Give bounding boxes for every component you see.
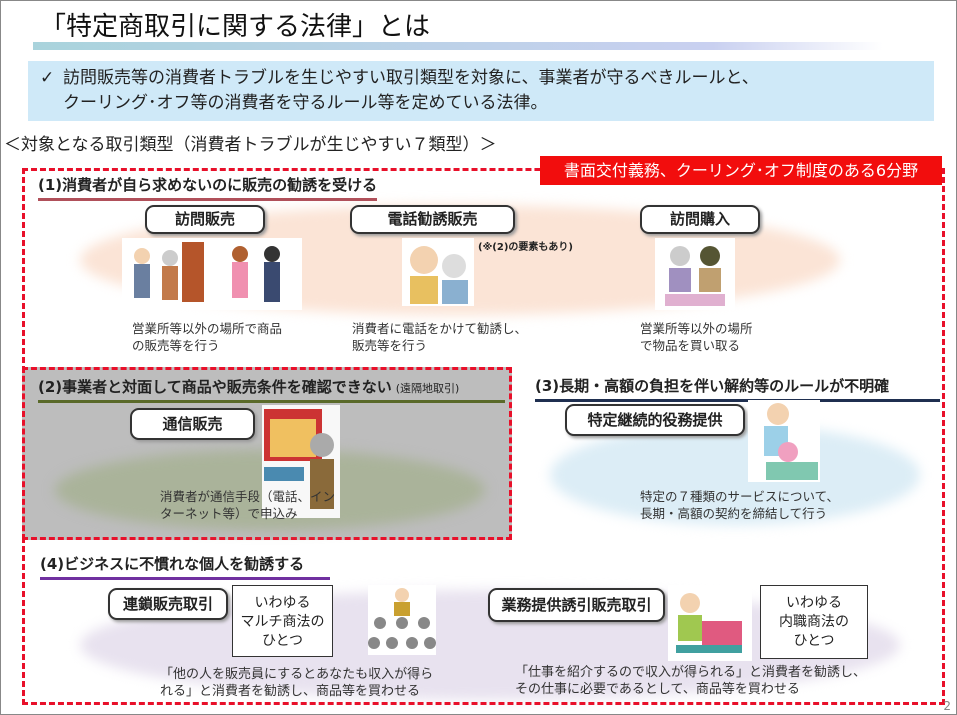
visit-sales-caption: 営業所等以外の場所で商品の販売等を行う — [132, 320, 282, 354]
phone-sales-caption: 消費者に電話をかけて勧誘し、販売等を行う — [352, 320, 527, 354]
pill-business-opportunity-sales: 業務提供誘引販売取引 — [488, 588, 665, 622]
bubble-line: いわゆる — [786, 595, 842, 611]
check-icon: ✓ — [40, 68, 55, 88]
bubble-line: 内職商法の — [779, 614, 849, 630]
caption-line: ターネット等）で申込み — [160, 506, 298, 521]
caption-line: 「他の人を販売員にするとあなたも収入が得ら — [160, 667, 434, 682]
caption-line: の販売等を行う — [132, 338, 220, 353]
caption-line: 特定の７種類のサービスについて、 — [640, 489, 840, 504]
summary-box: ✓ 訪問販売等の消費者トラブルを生じやすい取引類型を対象に、事業者が守るべきルー… — [28, 61, 934, 121]
caption-line: 「仕事を紹介するので収入が得られる」と消費者を勧誘し、 — [515, 665, 867, 680]
business-opportunity-caption: 「仕事を紹介するので収入が得られる」と消費者を勧誘し、その仕事に必要であるとして… — [515, 664, 866, 698]
bubble-line: いわゆる — [254, 595, 311, 611]
bubble-line: ひとつ — [793, 633, 835, 649]
mail-order-illustration — [262, 405, 340, 518]
continuous-service-illustration — [748, 400, 820, 482]
summary-line-2: クーリング･オフ等の消費者を守るルール等を定めている法律。 — [63, 93, 548, 113]
summary-line-1: 訪問販売等の消費者トラブルを生じやすい取引類型を対象に、事業者が守るべきルールと… — [63, 68, 759, 88]
caption-line: 営業所等以外の場所 — [640, 321, 753, 336]
mail-order-caption: 消費者が通信手段（電話、インターネット等）で申込み — [160, 488, 335, 522]
pill-mail-order: 通信販売 — [130, 408, 255, 440]
subheading: ＜対象となる取引類型（消費者トラブルが生じやすい７類型）＞ — [4, 135, 497, 155]
home-work-bubble: いわゆる内職商法のひとつ — [760, 585, 868, 659]
bubble-line: マルチ商法の — [240, 614, 325, 630]
visit-purchase-illustration — [655, 238, 735, 310]
section1-heading: (1)消費者が自ら求めないのに販売の勧誘を受ける — [38, 174, 378, 201]
visit-sales-illustration — [122, 238, 302, 310]
six-categories-label: 書面交付義務、クーリング･オフ制度のある6分野 — [540, 156, 942, 185]
caption-line: 消費者が通信手段（電話、イン — [160, 489, 336, 504]
caption-line: その仕事に必要であるとして、商品等を買わせる — [515, 682, 800, 697]
section4-heading: (4)ビジネスに不慣れな個人を勧誘する — [40, 553, 330, 580]
business-opportunity-illustration — [668, 585, 752, 661]
page-number: 2 — [943, 699, 951, 713]
section2-heading-text: (2)事業者と対面して商品や販売条件を確認できない — [38, 378, 392, 396]
chain-sales-illustration — [368, 585, 436, 655]
phone-sales-note: (※(2)の要素もあり) — [478, 242, 573, 253]
bubble-line: ひとつ — [261, 633, 304, 649]
multi-level-bubble: いわゆるマルチ商法のひとつ — [232, 585, 333, 657]
pill-chain-sales: 連鎖販売取引 — [108, 588, 228, 620]
caption-line: 消費者に電話をかけて勧誘し、 — [352, 321, 528, 336]
pill-visit-purchase: 訪問購入 — [640, 205, 760, 234]
pill-phone-sales: 電話勧誘販売 — [350, 205, 515, 234]
section2-heading: (2)事業者と対面して商品や販売条件を確認できない(遠隔地取引) — [38, 376, 505, 403]
visit-purchase-caption: 営業所等以外の場所で物品を買い取る — [640, 320, 753, 354]
caption-line: 販売等を行う — [352, 338, 428, 353]
continuous-service-caption: 特定の７種類のサービスについて、長期・高額の契約を締結して行う — [640, 488, 839, 522]
caption-line: 営業所等以外の場所で商品 — [132, 321, 283, 336]
title-underline — [33, 42, 883, 50]
caption-line: で物品を買い取る — [640, 338, 741, 353]
caption-line: 長期・高額の契約を締結して行う — [640, 506, 828, 521]
chain-sales-caption: 「他の人を販売員にするとあなたも収入が得られる」と消費者を勧誘し、商品等を買わせ… — [160, 666, 433, 700]
pill-continuous-service: 特定継続的役務提供 — [565, 404, 745, 436]
caption-line: れる」と消費者を勧誘し、商品等を買わせる — [160, 684, 421, 699]
phone-sales-illustration — [402, 238, 474, 306]
page-title: 「特定商取引に関する法律」とは — [40, 12, 431, 42]
section2-heading-note: (遠隔地取引) — [395, 382, 460, 395]
section3-heading: (3)長期・高額の負担を伴い解約等のルールが不明確 — [535, 375, 940, 402]
section3-glow — [550, 425, 920, 525]
pill-visit-sales: 訪問販売 — [145, 205, 265, 234]
